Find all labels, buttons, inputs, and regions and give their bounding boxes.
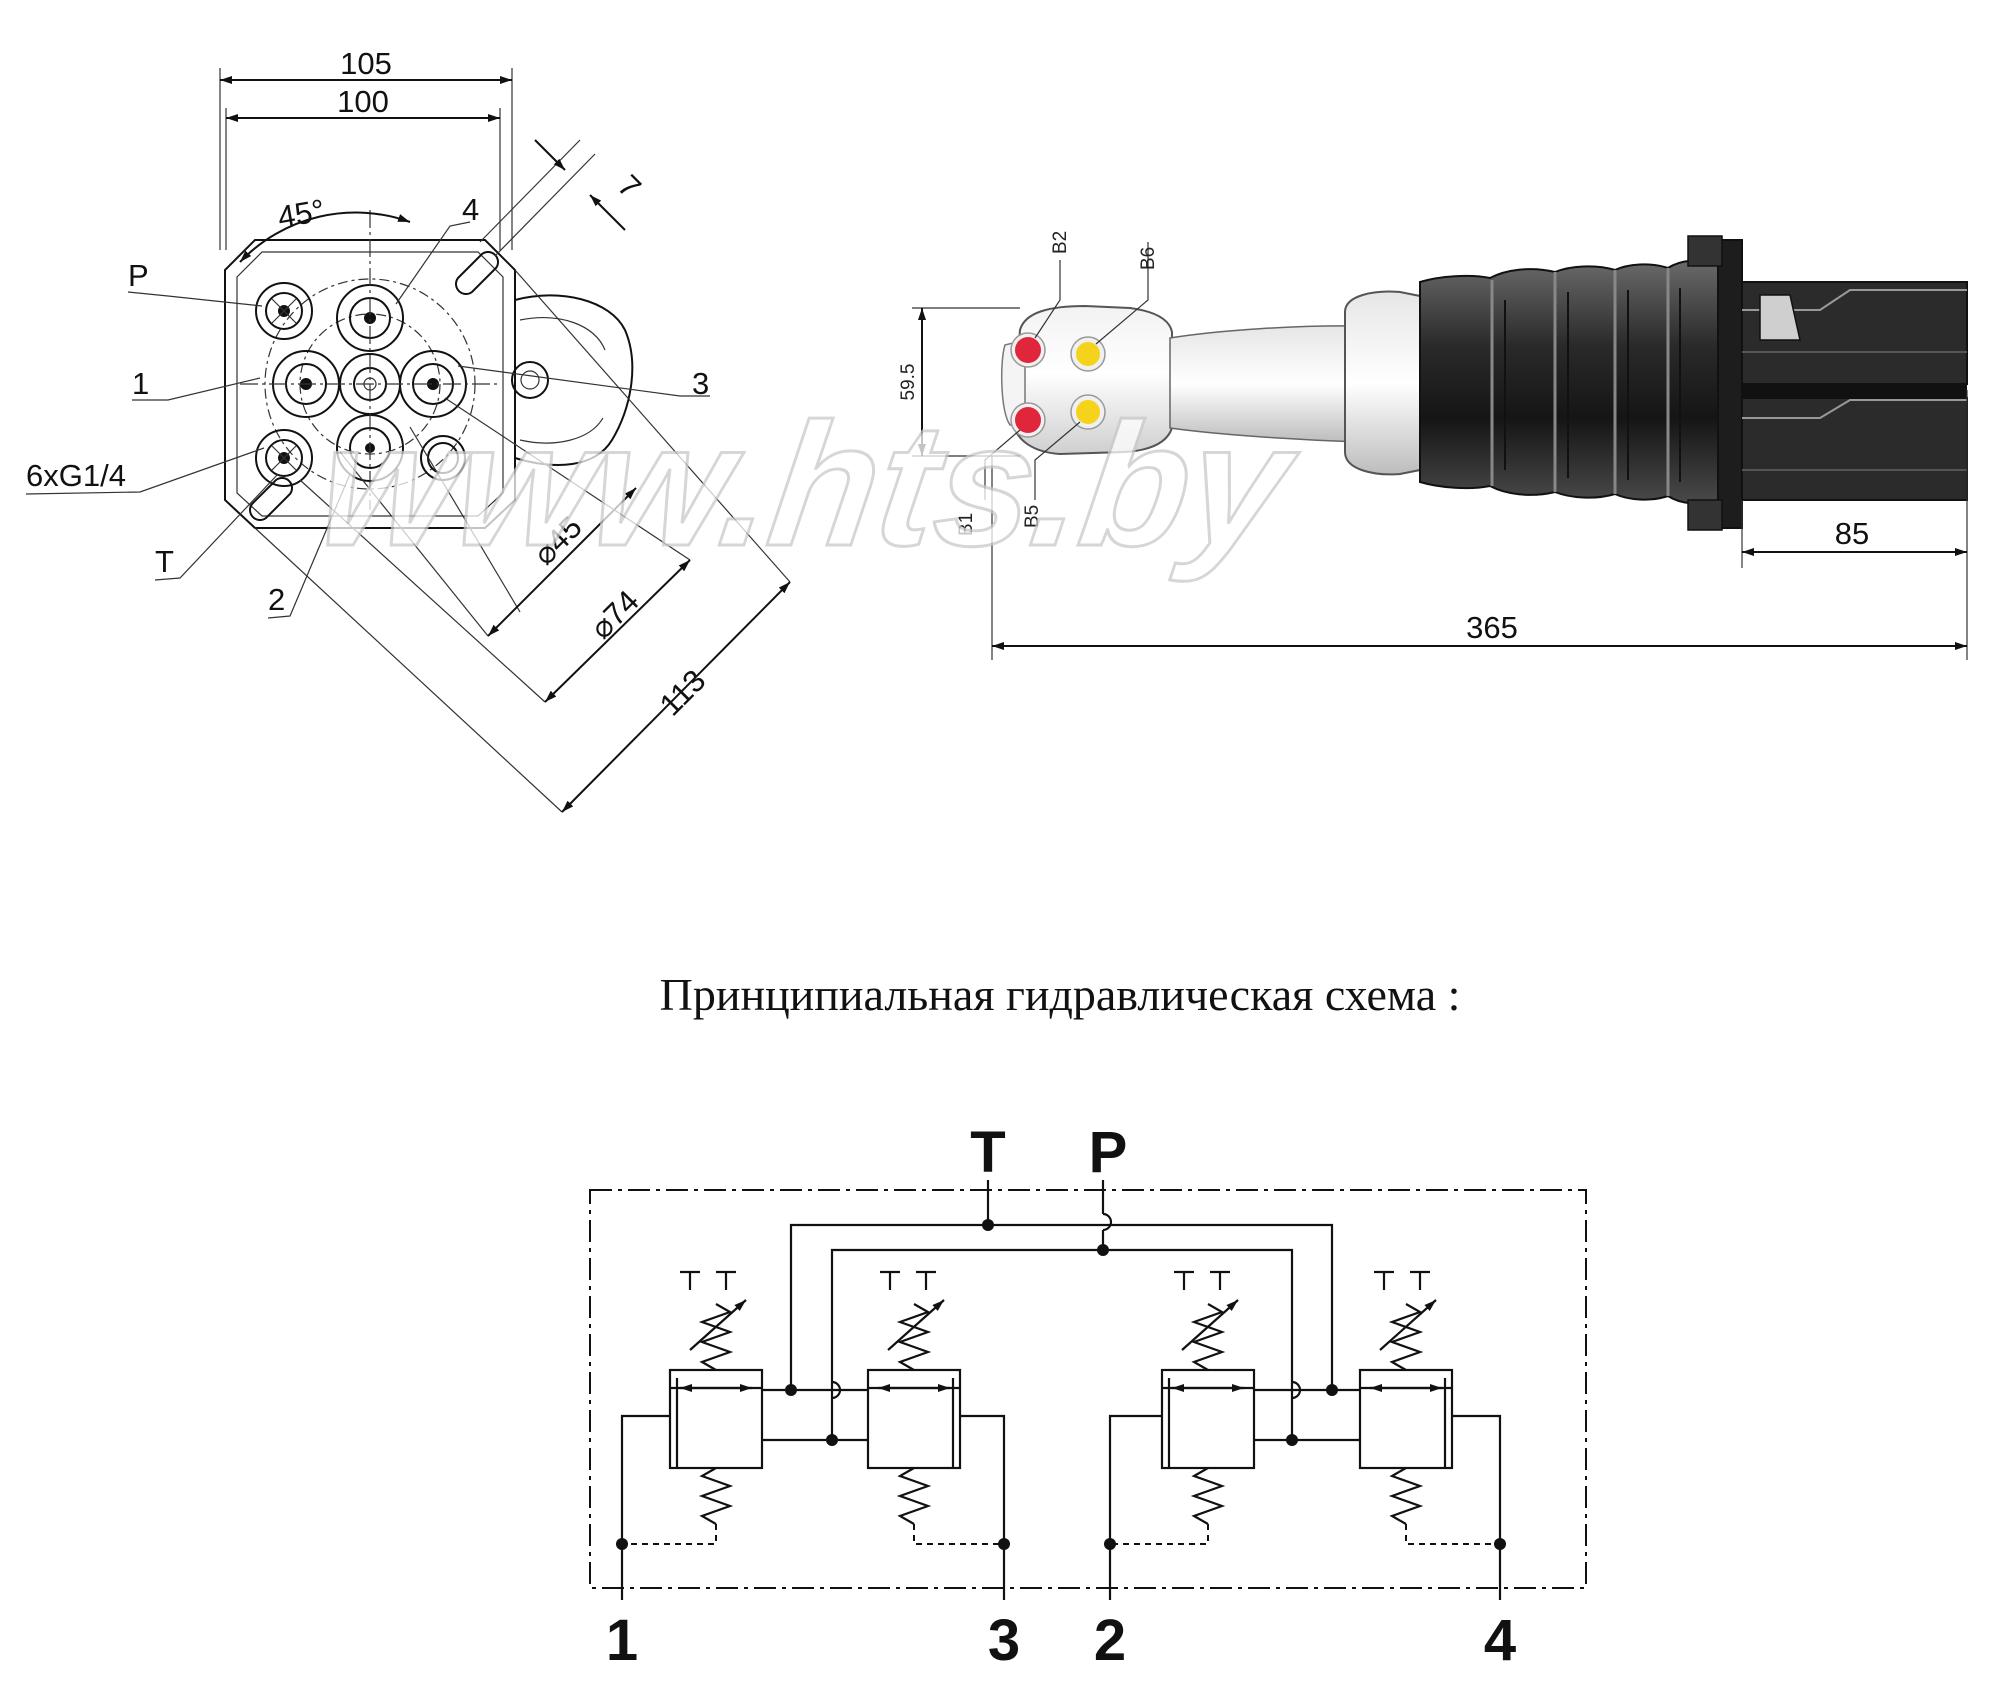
- dim-74: ⌀74: [583, 583, 645, 645]
- port-label-p: P: [1089, 1120, 1128, 1185]
- label-b1: B1: [956, 513, 977, 536]
- label-p: P: [128, 258, 149, 293]
- spring-adjust-4: [1374, 1270, 1437, 1371]
- hydraulic-schematic: T P: [589, 1120, 1587, 1673]
- label-1: 1: [132, 366, 149, 401]
- valve-enclosure: [589, 1189, 1587, 1589]
- dim-113: 113: [653, 663, 713, 723]
- dim-85: 85: [1835, 516, 1869, 551]
- valve-body-lower: [1741, 397, 1968, 501]
- dim-7: 7: [611, 168, 648, 205]
- port-label-4: 4: [1484, 1608, 1516, 1673]
- button-b1: [1015, 407, 1041, 433]
- rubber-boot: [1419, 259, 1724, 505]
- dim-113-line: [561, 581, 791, 813]
- button-b2: [1015, 337, 1041, 363]
- port-label-1: 1: [606, 1608, 638, 1673]
- label-t: T: [155, 544, 174, 579]
- label-4: 4: [462, 192, 479, 227]
- mount-slot-bottom: [249, 477, 293, 521]
- label-thread: 6xG1/4: [26, 458, 126, 493]
- port-t: [255, 429, 313, 487]
- dim-365: 365: [1466, 610, 1518, 645]
- side-view: 59.5 B2 B6 B1 B5: [898, 231, 1968, 660]
- valve-4: [1358, 1368, 1454, 1470]
- watermark: www.hts.by: [308, 388, 1309, 583]
- angle-arc: [239, 211, 411, 263]
- port-label-t: T: [970, 1120, 1005, 1185]
- valve-2: [1160, 1368, 1256, 1470]
- button-b5: [1076, 400, 1100, 424]
- mount-slot-top: [455, 251, 499, 295]
- valve-3: [866, 1368, 962, 1470]
- schematic-title: Принципиальная гидравлическая схема :: [660, 969, 1461, 1020]
- dim-angle: 45°: [275, 192, 327, 235]
- dim-105: 105: [340, 46, 392, 81]
- label-2: 2: [268, 582, 285, 617]
- body-outline: [224, 239, 516, 529]
- flange-plate: [1717, 239, 1743, 529]
- spring-adjust-3: [880, 1270, 945, 1371]
- label-b6: B6: [1138, 247, 1159, 270]
- dim-100: 100: [337, 84, 389, 119]
- side-knob: [514, 294, 634, 466]
- port-label-3: 3: [988, 1608, 1020, 1673]
- spring-adjust-1: [680, 1270, 747, 1371]
- label-3: 3: [692, 366, 709, 401]
- valve-1: [668, 1368, 764, 1470]
- port-p: [255, 282, 313, 340]
- body-inner-outline: [236, 251, 504, 517]
- label-b5: B5: [1022, 505, 1043, 528]
- spring-adjust-2: [1174, 1270, 1239, 1371]
- port-label-2: 2: [1094, 1608, 1126, 1673]
- button-b6: [1076, 342, 1100, 366]
- label-b2: B2: [1050, 231, 1071, 254]
- grip-collar: [1344, 290, 1421, 476]
- dim-59-5: 59.5: [898, 364, 919, 401]
